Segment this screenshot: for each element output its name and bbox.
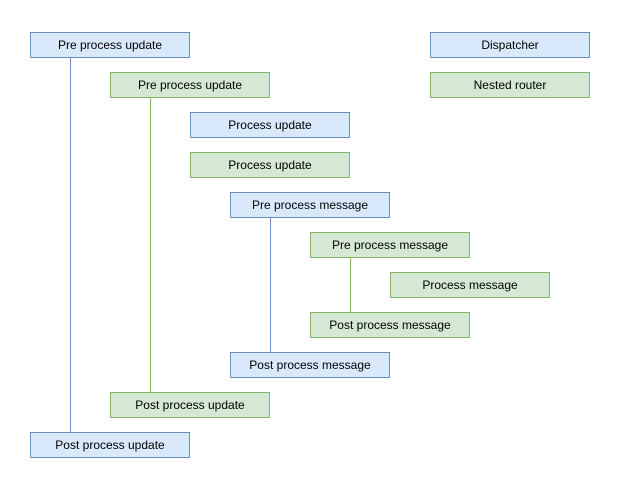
node-process-update-nested: Process update — [190, 152, 350, 178]
node-label: Process update — [228, 118, 312, 132]
connector-nested-message-lifeline — [350, 258, 351, 312]
node-pre-process-update-dispatcher: Pre process update — [30, 32, 190, 58]
node-post-process-message-dispatcher: Post process message — [230, 352, 390, 378]
node-label: Pre process message — [331, 238, 449, 252]
node-post-process-update-nested: Post process update — [110, 392, 270, 418]
node-process-message-nested: Process message — [390, 272, 550, 298]
node-label: Post process message — [249, 358, 371, 372]
node-pre-process-update-nested: Pre process update — [110, 72, 270, 98]
node-process-update-dispatcher: Process update — [190, 112, 350, 138]
connector-dispatcher-update-lifeline — [70, 58, 71, 432]
node-pre-process-message-nested: Pre process message — [310, 232, 470, 258]
node-label: Post process update — [135, 398, 245, 412]
node-post-process-message-nested: Post process message — [310, 312, 470, 338]
node-pre-process-message-dispatcher: Pre process message — [230, 192, 390, 218]
node-label: Pre process update — [57, 38, 163, 52]
node-legend-nested-router: Nested router — [430, 72, 590, 98]
connector-nested-update-lifeline — [150, 98, 151, 392]
node-label: Process update — [228, 158, 312, 172]
node-label: Dispatcher — [481, 38, 539, 52]
connector-dispatcher-message-lifeline — [270, 218, 271, 352]
node-label: Post process update — [55, 438, 165, 452]
node-label: Process message — [422, 278, 518, 292]
node-label: Pre process message — [251, 198, 369, 212]
node-label: Pre process update — [137, 78, 243, 92]
node-legend-dispatcher: Dispatcher — [430, 32, 590, 58]
node-post-process-update-dispatcher: Post process update — [30, 432, 190, 458]
node-label: Nested router — [473, 78, 547, 92]
node-label: Post process message — [329, 318, 451, 332]
